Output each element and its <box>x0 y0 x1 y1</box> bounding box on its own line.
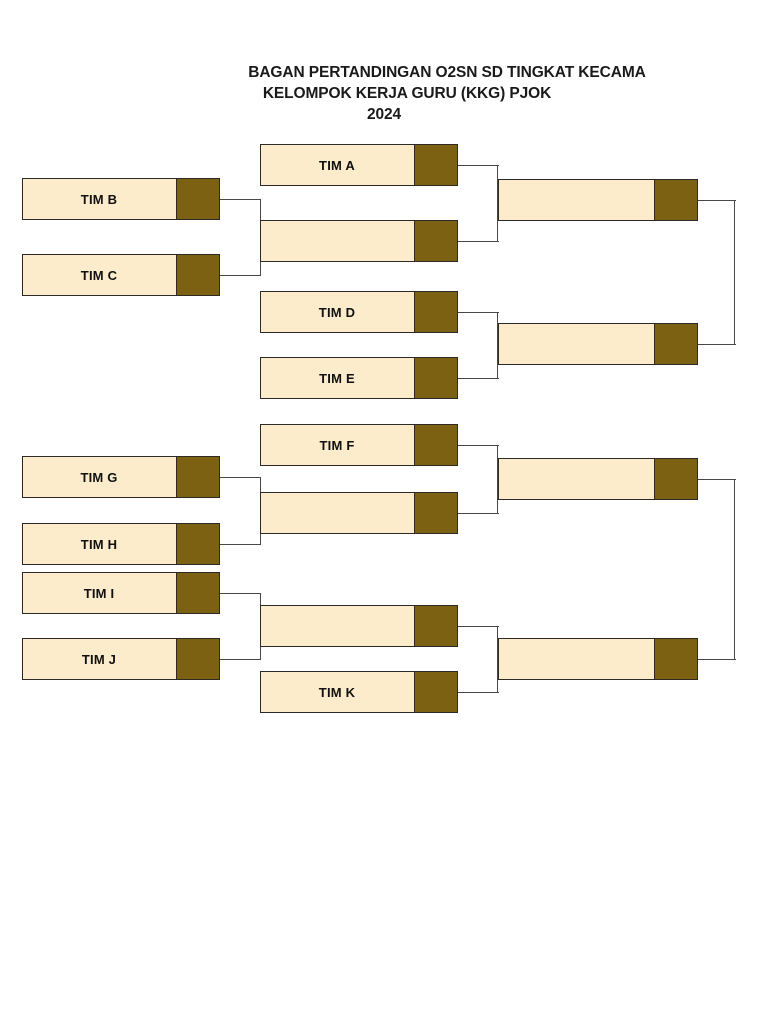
connector-s4-out <box>698 659 736 661</box>
slot-label: TIM B <box>80 191 118 207</box>
bracket-slot-sf-1-empty[interactable] <box>498 178 699 222</box>
slot-accent-block <box>176 571 221 615</box>
slot-label: TIM D <box>318 304 356 320</box>
connector-q7-out <box>458 626 499 628</box>
bracket-slot-qf-2-empty[interactable] <box>260 219 459 263</box>
connector-s3-out <box>698 479 736 481</box>
connector-q12-join <box>497 165 499 242</box>
slot-accent-block <box>176 637 221 681</box>
connector-lh-out <box>220 544 261 546</box>
slot-label: TIM I <box>83 585 115 601</box>
slot-label: TIM E <box>319 370 355 386</box>
bracket-slot-sf-4-empty[interactable] <box>498 637 699 681</box>
slot-label: TIM J <box>81 651 117 667</box>
connector-lb-out <box>220 199 261 201</box>
connector-q8-out <box>458 692 499 694</box>
slot-accent-block <box>654 178 699 222</box>
slot-accent-block <box>414 604 459 648</box>
bracket-slot-tim-d[interactable]: TIM D <box>260 290 459 334</box>
slot-accent-block <box>176 455 221 499</box>
bracket-slot-sf-2-empty[interactable] <box>498 322 699 366</box>
slot-label: TIM F <box>319 437 355 453</box>
slot-accent-block <box>654 457 699 501</box>
slot-accent-block <box>176 253 221 297</box>
slot-label: TIM C <box>80 267 118 283</box>
slot-accent-block <box>176 522 221 566</box>
slot-label: TIM K <box>318 684 356 700</box>
bracket-slot-qf-6-empty[interactable] <box>260 491 459 535</box>
slot-label: TIM H <box>80 536 118 552</box>
connector-lj-out <box>220 659 261 661</box>
bracket-slot-tim-b[interactable]: TIM B <box>22 177 221 221</box>
connector-q78-join <box>497 626 499 693</box>
slot-accent-block <box>414 491 459 535</box>
connector-q2-out <box>458 241 499 243</box>
slot-accent-block <box>414 290 459 334</box>
connector-q6-out <box>458 513 499 515</box>
slot-accent-block <box>414 356 459 400</box>
bracket-slot-tim-f[interactable]: TIM F <box>260 423 459 467</box>
slot-accent-block <box>414 143 459 187</box>
slot-accent-block <box>414 670 459 714</box>
bracket-slot-qf-7-empty[interactable] <box>260 604 459 648</box>
bracket-slot-tim-j[interactable]: TIM J <box>22 637 221 681</box>
bracket-slot-tim-h[interactable]: TIM H <box>22 522 221 566</box>
title-line-1: BAGAN PERTANDINGAN O2SN SD TINGKAT KECAM… <box>248 64 646 81</box>
connector-q4-out <box>458 378 499 380</box>
connector-lc-out <box>220 275 261 277</box>
bracket-slot-tim-c[interactable]: TIM C <box>22 253 221 297</box>
bracket-slot-sf-3-empty[interactable] <box>498 457 699 501</box>
title-line-2: KELOMPOK KERJA GURU (KKG) PJOK <box>262 85 552 102</box>
bracket-slot-tim-g[interactable]: TIM G <box>22 455 221 499</box>
connector-lg-out <box>220 477 261 479</box>
connector-final-lower-join <box>734 479 736 660</box>
slot-accent-block <box>654 322 699 366</box>
slot-accent-block <box>654 637 699 681</box>
connector-li-out <box>220 593 261 595</box>
bracket-slot-tim-k[interactable]: TIM K <box>260 670 459 714</box>
connector-final-upper-join <box>734 200 736 345</box>
title-line-3: 2024 <box>366 106 402 123</box>
connector-q1-out <box>458 165 499 167</box>
bracket-slot-tim-i[interactable]: TIM I <box>22 571 221 615</box>
slot-accent-block <box>414 219 459 263</box>
connector-q56-join <box>497 445 499 514</box>
slot-label: TIM G <box>80 469 118 485</box>
slot-accent-block <box>414 423 459 467</box>
bracket-slot-tim-e[interactable]: TIM E <box>260 356 459 400</box>
slot-accent-block <box>176 177 221 221</box>
connector-q34-join <box>497 312 499 379</box>
slot-label: TIM A <box>319 157 355 173</box>
connector-s1-out <box>698 200 736 202</box>
page-title: BAGAN PERTANDINGAN O2SN SD TINGKAT KECAM… <box>0 62 768 125</box>
connector-q5-out <box>458 445 499 447</box>
connector-q3-out <box>458 312 499 314</box>
bracket-slot-tim-a[interactable]: TIM A <box>260 143 459 187</box>
connector-s2-out <box>698 344 736 346</box>
